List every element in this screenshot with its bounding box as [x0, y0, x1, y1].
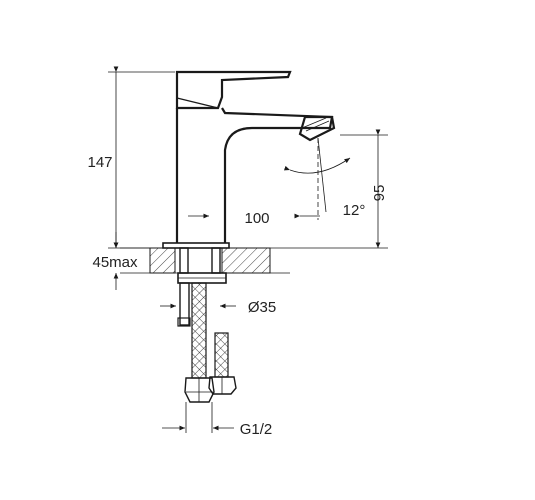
countertop	[120, 242, 290, 274]
dimension-angle: 12°	[283, 137, 366, 220]
dimension-mount-thickness: 45max	[92, 232, 138, 290]
label-mount-thickness: 45max	[92, 254, 138, 271]
label-hole-diameter: Ø35	[248, 299, 276, 316]
label-spout-reach: 100	[244, 210, 269, 227]
dimension-height-total: 147	[87, 66, 175, 249]
dimension-hole-diameter: Ø35	[160, 299, 276, 316]
label-thread: G1/2	[240, 421, 273, 438]
dimension-spout-reach: 100	[188, 210, 320, 227]
label-angle: 12°	[343, 202, 366, 219]
flexible-hoses	[184, 282, 237, 403]
dimension-height-spout: 95	[290, 129, 388, 249]
dimension-thread: G1/2	[162, 402, 272, 438]
faucet-body	[175, 70, 336, 243]
label-height-spout: 95	[371, 185, 388, 202]
label-height-total: 147	[87, 154, 112, 171]
